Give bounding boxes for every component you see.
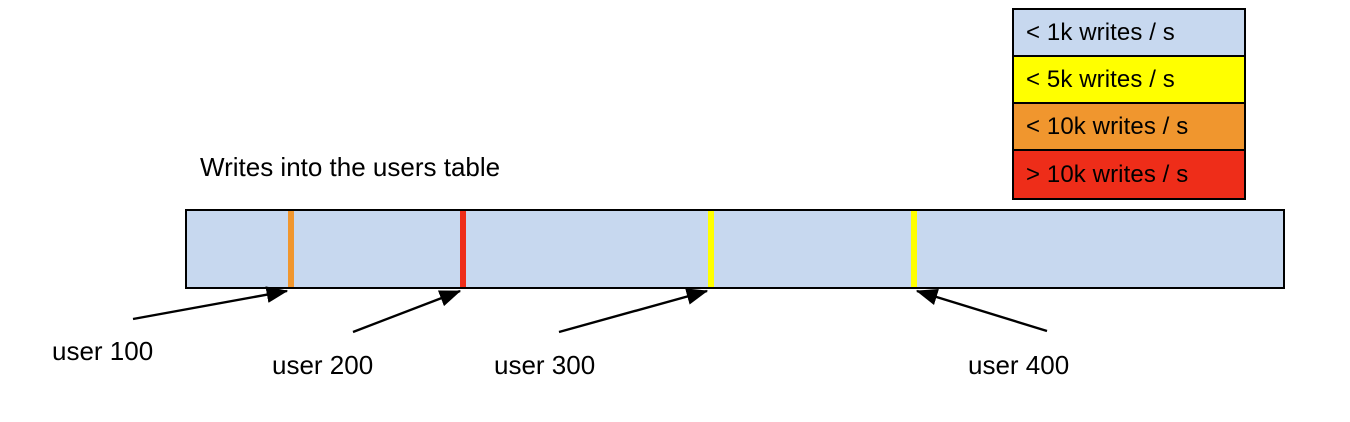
legend-label-lt-10k: < 10k writes / s [1026, 112, 1189, 140]
legend-row-lt-10k: < 10k writes / s [1014, 104, 1244, 151]
label-user-300: user 300 [494, 350, 596, 380]
arrow-user-100 [132, 286, 289, 321]
arrow-user-400 [915, 288, 1048, 333]
label-user-100: user 100 [52, 336, 154, 366]
legend-label-lt-1k: < 1k writes / s [1026, 18, 1175, 46]
legend: < 1k writes / s < 5k writes / s < 10k wr… [1012, 8, 1246, 200]
label-user-200: user 200 [272, 350, 374, 380]
legend-label-lt-5k: < 5k writes / s [1026, 65, 1175, 93]
arrow-user-200 [352, 289, 462, 334]
label-user-400: user 400 [968, 350, 1070, 380]
stripe-user-300 [708, 211, 714, 287]
users-table-bar [185, 209, 1285, 289]
stripe-user-100 [288, 211, 294, 287]
arrow-user-300 [558, 288, 709, 334]
stripe-user-400 [911, 211, 917, 287]
legend-label-gt-10k: > 10k writes / s [1026, 160, 1189, 188]
stripe-user-200 [460, 211, 466, 287]
legend-row-gt-10k: > 10k writes / s [1014, 151, 1244, 198]
diagram-caption: Writes into the users table [200, 152, 501, 182]
legend-row-lt-5k: < 5k writes / s [1014, 57, 1244, 104]
legend-row-lt-1k: < 1k writes / s [1014, 10, 1244, 57]
